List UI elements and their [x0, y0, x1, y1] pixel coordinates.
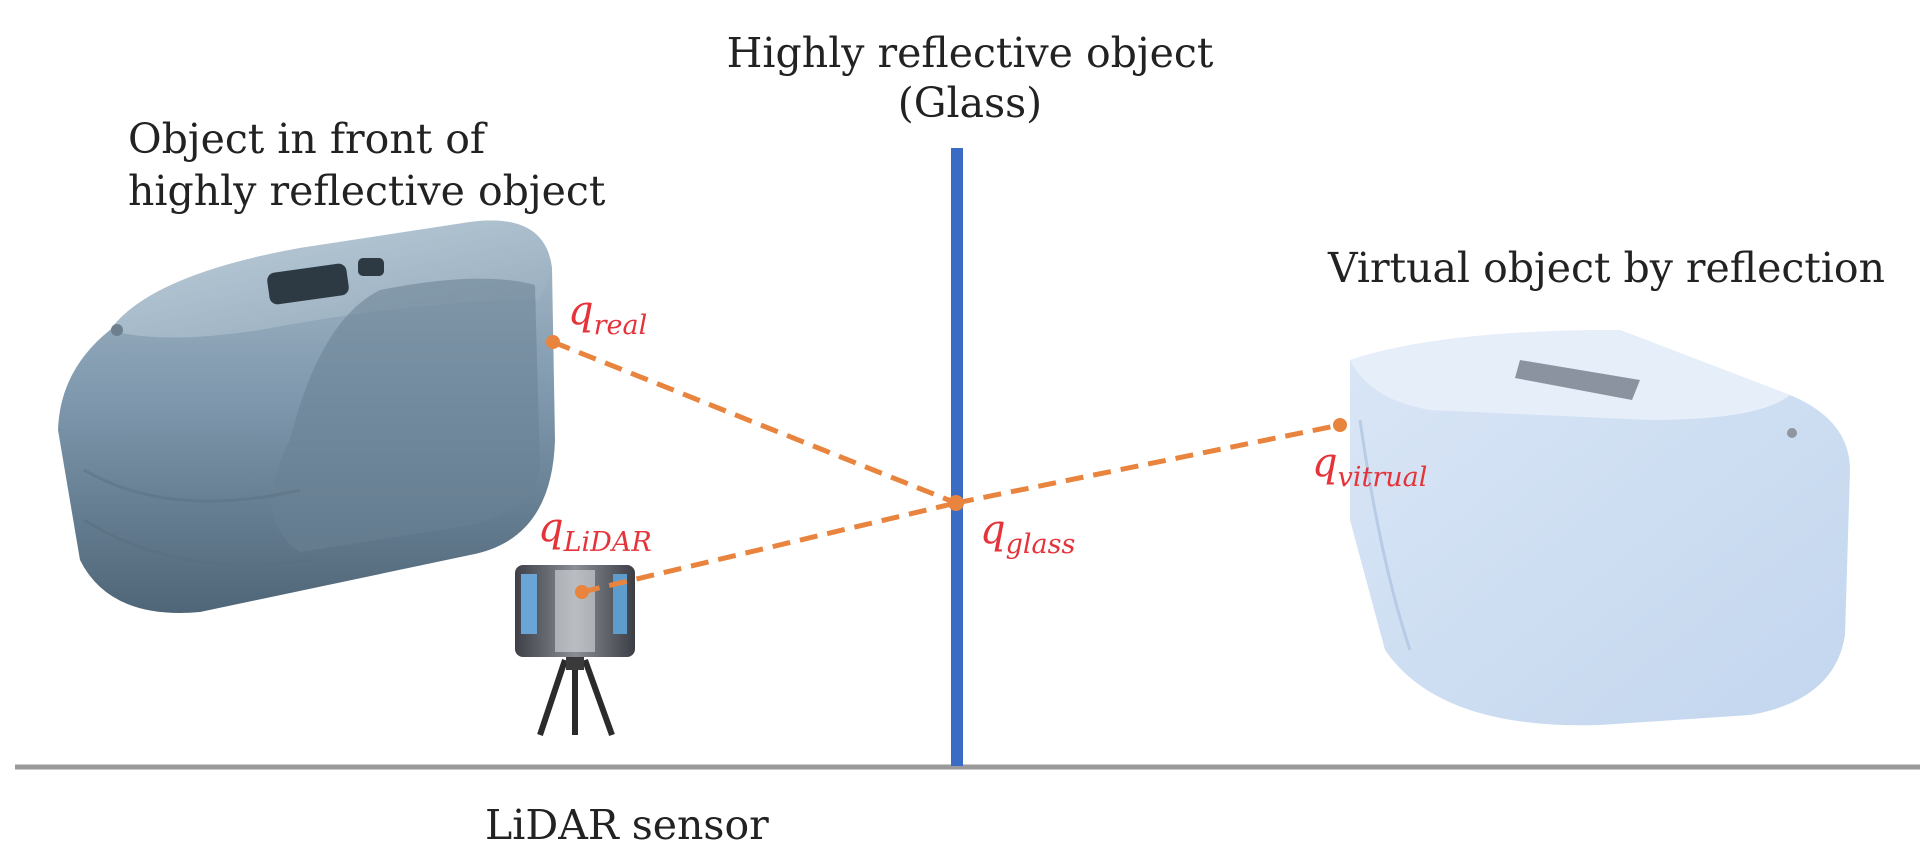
point-q-virtual [1333, 418, 1347, 432]
reflection-rays [552, 339, 1341, 595]
ray-real-to-glass [552, 339, 957, 506]
ray-glass-to-virtual [955, 422, 1341, 506]
ray-lidar-to-glass [581, 500, 957, 595]
front-object-label-line2: highly reflective object [128, 167, 606, 215]
front-object-label-line1: Object in front of [128, 115, 486, 163]
point-q-real [546, 335, 560, 349]
lidar-scanner-image [515, 565, 635, 737]
front-object-title: Object in front of highly reflective obj… [128, 113, 605, 217]
q-lidar-label: qLiDAR [538, 505, 652, 558]
reflective-object-title: Highly reflective object (Glass) [720, 28, 1220, 128]
q-glass-label: qglass [980, 507, 1076, 560]
real-object-image [58, 220, 555, 613]
q-real-label: qreal [568, 288, 648, 341]
q-virtual-label: qvitrual [1312, 440, 1428, 493]
lidar-sensor-label: LiDAR sensor [485, 801, 769, 849]
glass-label: (Glass) [897, 79, 1043, 127]
glass-line [951, 148, 963, 766]
virtual-object-image [1350, 330, 1850, 726]
virtual-object-label: Virtual object by reflection [1328, 244, 1886, 292]
point-q-lidar [575, 585, 589, 599]
point-q-glass [948, 495, 964, 511]
reflective-object-label: Highly reflective object [726, 29, 1214, 77]
